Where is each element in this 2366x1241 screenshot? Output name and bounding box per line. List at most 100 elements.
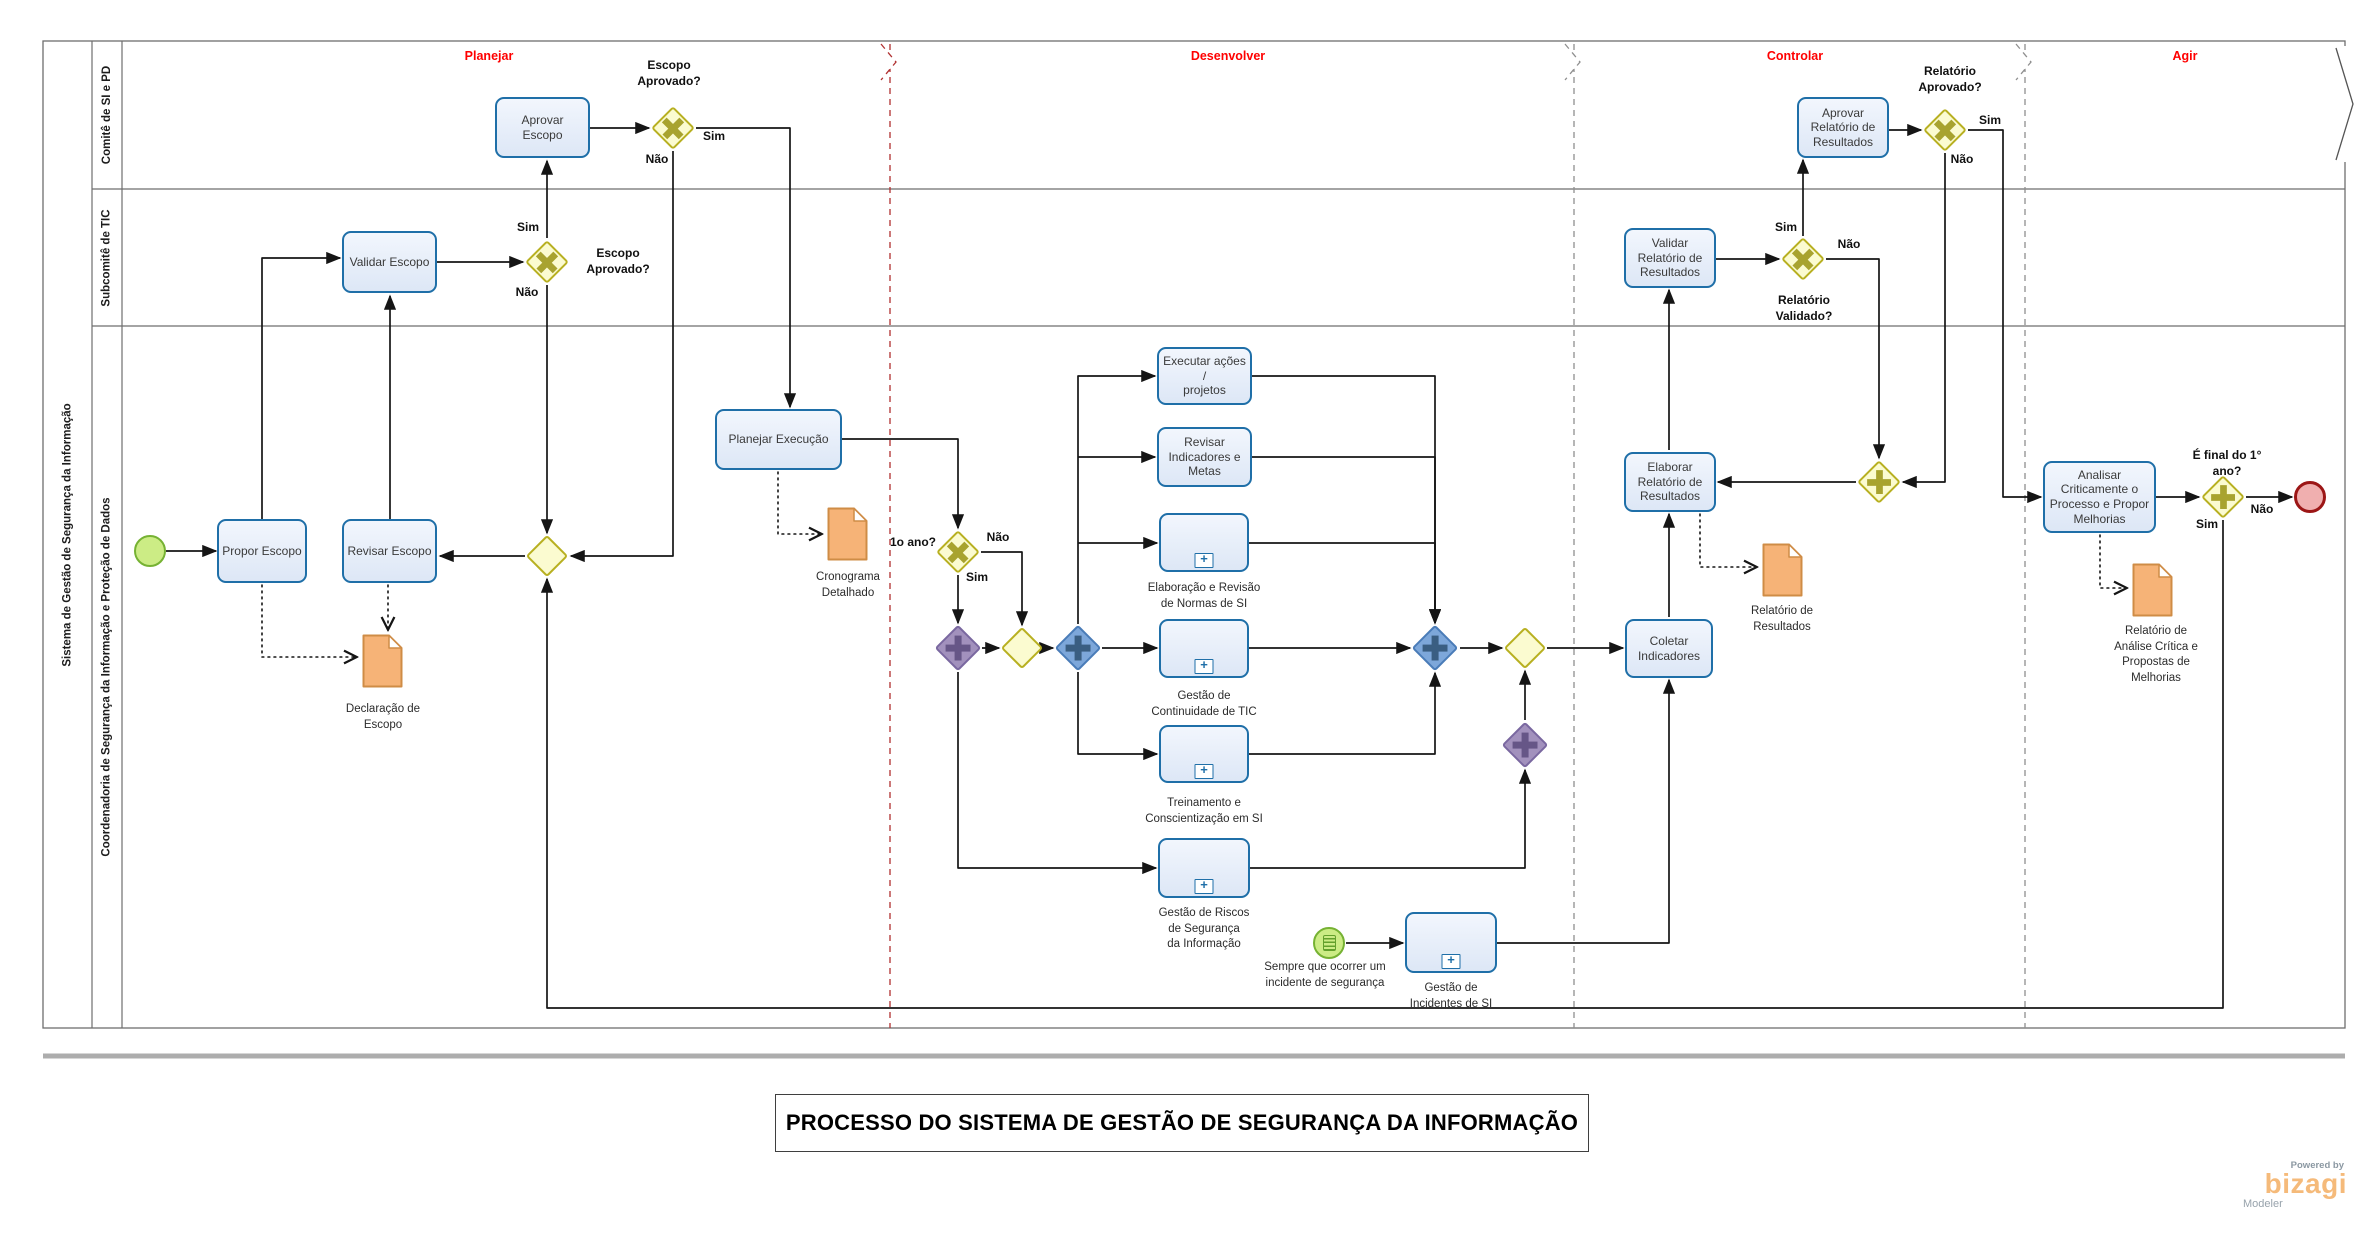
task-planejar-execucao[interactable]: Planejar Execução (715, 409, 842, 470)
gateway-merge-relatorio[interactable] (1857, 460, 1901, 504)
no-relatorio-aprovado: Não (1950, 152, 1974, 166)
caption-evento-incidente: Sempre que ocorrer um incidente de segur… (1264, 961, 1386, 989)
gateway-join-riscos[interactable] (1501, 721, 1549, 769)
gateway-final-do-ano[interactable] (2201, 475, 2245, 519)
document-declaracao-de-escopo[interactable] (362, 634, 403, 688)
flow-ano-nao-para-merge-ano (981, 551, 1029, 627)
question-escopo-aprovado-subcomite: Escopo Aprovado? (586, 246, 650, 276)
task-validar-relatorio-de-resultados-label: Validar Relatório de Resultados (1637, 236, 1703, 280)
task-propor-escopo-label: Propor Escopo (222, 543, 302, 558)
gateway-relatorio-aprovado[interactable] (1923, 108, 1967, 152)
task-analisar-criticamente[interactable]: Analisar Criticamente o Processo e Propo… (2043, 461, 2156, 533)
lane-label-subcomite-tic: Subcomitê de TIC (101, 208, 113, 307)
parallel-plus-icon (1422, 635, 1448, 661)
task-validar-escopo-label: Validar Escopo (349, 254, 430, 269)
no-final-do-ano: Não (2250, 502, 2274, 516)
caption-relatorio-analise-critica: Relatório de Análise Crítica e Propostas… (2114, 625, 2198, 684)
caption-declaracao-de-escopo: Declaração de Escopo (345, 703, 421, 731)
task-executar-acoes-projetos[interactable]: Executar ações / projetos (1157, 347, 1252, 405)
subprocess-plus-icon[interactable]: + (1194, 763, 1214, 779)
no-aprovar-escopo: Não (645, 152, 669, 166)
gateway-merge-ano[interactable] (1000, 626, 1044, 670)
gateway-split-riscos[interactable] (934, 624, 982, 672)
flow-riscos-para-join-riscos (1250, 768, 1532, 869)
parallel-plus-icon (1512, 732, 1538, 758)
document-relatorio-de-resultados[interactable] (1762, 543, 1803, 597)
gateway-merge-controlar[interactable] (1503, 626, 1547, 670)
document-relatorio-de-analise-critica[interactable] (2132, 563, 2173, 617)
flow-gw-nao-para-merge-relatorio2 (1901, 153, 1946, 489)
phase-separator-chevron-0 (880, 43, 897, 81)
task-propor-escopo[interactable]: Propor Escopo (217, 519, 307, 583)
subprocess-plus-icon[interactable]: + (1194, 552, 1214, 568)
task-aprovar-relatorio-de-resultados[interactable]: Aprovar Relatório de Resultados (1797, 97, 1889, 158)
gateway-relatorio-validado[interactable] (1781, 237, 1825, 281)
phase-separator-chevron-2 (2015, 43, 2032, 81)
task-treinamento-e-conscientizacao-em-si[interactable]: + (1159, 725, 1249, 783)
gateway-escopo-aprovado-comite[interactable] (651, 106, 695, 150)
task-gestao-de-riscos-de-seguranca[interactable]: + (1158, 838, 1250, 898)
gateway-diamond (1000, 626, 1044, 670)
task-gestao-de-incidentes-de-si[interactable]: + (1405, 912, 1497, 973)
task-revisar-indicadores-e-metas-label: Revisar Indicadores e Metas (1168, 435, 1241, 479)
caption-elaboracao-normas: Elaboração e Revisão de Normas de SI (1147, 582, 1261, 610)
document-cronograma-detalhado[interactable] (827, 507, 868, 561)
flow-treinamento-para-join (1249, 671, 1442, 755)
no-primeiro-ano: Não (986, 530, 1010, 544)
task-executar-acoes-projetos-label: Executar ações / projetos (1163, 354, 1246, 398)
phase-label-controlar: Controlar (1766, 49, 1824, 63)
event-inicio[interactable] (134, 535, 166, 567)
task-aprovar-escopo[interactable]: Aprovar Escopo (495, 97, 590, 158)
caption-cronograma-detalhado: Cronograma Detalhado (816, 571, 880, 599)
task-aprovar-relatorio-de-resultados-label: Aprovar Relatório de Resultados (1810, 105, 1876, 149)
task-revisar-escopo[interactable]: Revisar Escopo (342, 519, 437, 583)
task-gestao-de-continuidade-de-tic[interactable]: + (1159, 619, 1249, 678)
flow-elaboracao-para-join (1249, 542, 1442, 625)
task-elaboracao-e-revisao-de-normas-de-si[interactable]: + (1159, 513, 1249, 572)
pool-edge-chevron (2335, 47, 2354, 161)
subprocess-plus-icon[interactable]: + (1194, 878, 1214, 894)
task-revisar-escopo-label: Revisar Escopo (347, 543, 432, 558)
no-relatorio-validado: Não (1837, 237, 1861, 251)
event-inicio-incidente[interactable] (1313, 927, 1345, 959)
no-validar-escopo: Não (515, 285, 539, 299)
flow-split-para-executar (1077, 369, 1157, 624)
document-icon (827, 507, 868, 561)
caption-relatorio-de-resultados: Relatório de Resultados (1750, 605, 1813, 633)
subprocess-plus-icon[interactable]: + (1441, 953, 1461, 969)
parallel-plus-icon (945, 635, 971, 661)
task-coletar-indicadores-label: Coletar Indicadores (1637, 633, 1701, 663)
event-fim[interactable] (2294, 481, 2326, 513)
question-relatorio-aprovado: Relatório Aprovado? (1918, 64, 1982, 94)
lane-label-coordenadoria-si-pd: Coordenadoria de Segurança da Informação… (101, 497, 113, 857)
modeler-text: Modeler (2243, 1197, 2283, 1210)
flow-split-riscos-para-gestao-riscos (957, 672, 1158, 875)
task-validar-relatorio-de-resultados[interactable]: Validar Relatório de Resultados (1624, 228, 1716, 288)
task-elaborar-relatorio-de-resultados-label: Elaborar Relatório de Resultados (1637, 460, 1703, 504)
subprocess-plus-icon[interactable]: + (1194, 658, 1214, 674)
flow-gw-sim-para-analisar (1968, 129, 2043, 504)
flow-gw-nao-para-merge-relatorio (1826, 258, 1886, 460)
association-analisar-para-relatorio-analise (2099, 534, 2126, 588)
caption-treinamento: Treinamento e Conscientização em SI (1145, 797, 1263, 825)
flow-propor-para-validar (261, 251, 342, 519)
task-coletar-indicadores[interactable]: Coletar Indicadores (1625, 619, 1713, 678)
document-icon (2132, 563, 2173, 617)
lane-label-comite-si-pd: Comitê de SI e PD (101, 65, 114, 165)
conditional-event-icon (1322, 935, 1336, 951)
task-validar-escopo[interactable]: Validar Escopo (342, 231, 437, 293)
document-icon (1762, 543, 1803, 597)
powered-by-text: Powered by (2290, 1160, 2344, 1171)
gateway-join-paralelo[interactable] (1411, 624, 1459, 672)
yes-relatorio-aprovado: Sim (1978, 113, 2001, 127)
task-elaborar-relatorio-de-resultados[interactable]: Elaborar Relatório de Resultados (1624, 452, 1716, 512)
question-final-do-ano: É final do 1° ano? (2192, 448, 2262, 478)
task-revisar-indicadores-e-metas[interactable]: Revisar Indicadores e Metas (1157, 427, 1252, 487)
pool-label: Sistema de Gestão de Segurança da Inform… (61, 402, 74, 667)
yes-aprovar-escopo: Sim (702, 129, 725, 143)
bizagi-brand-text: bizagi (2264, 1168, 2347, 1199)
gateway-merge-escopo[interactable] (525, 534, 569, 578)
gateway-split-paralelo[interactable] (1054, 624, 1102, 672)
flow-gw-sim-para-planejar-execucao (696, 127, 797, 409)
